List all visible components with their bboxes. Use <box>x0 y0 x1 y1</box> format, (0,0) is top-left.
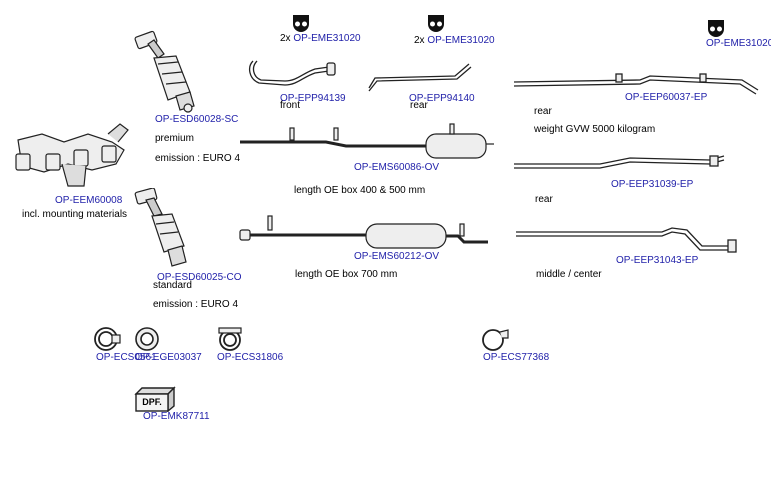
rear-pipe-code[interactable]: OP-EEP31039-EP <box>611 179 694 190</box>
middle-silencer-700-drawing[interactable] <box>238 210 494 255</box>
tailpipe-long-drawing[interactable] <box>510 72 765 100</box>
center-pipe-code[interactable]: OP-EEP31043-EP <box>616 255 699 266</box>
hanger-b-label: 2x OP-EME31020 <box>414 35 495 47</box>
catalyst-premium-emission: emission : EURO 4 <box>155 153 241 164</box>
rear-pipe-drawing[interactable] <box>510 152 730 176</box>
hanger-b-qty: 2x <box>414 35 425 46</box>
catalyst-standard-emission: emission : EURO 4 <box>153 299 239 310</box>
center-pipe-drawing[interactable] <box>512 222 742 254</box>
clamp-icon[interactable] <box>90 325 122 353</box>
manifold-drawing[interactable] <box>12 120 132 192</box>
middle-silencer-code[interactable]: OP-EMS60086-OV <box>354 162 440 173</box>
rear-pipe-note: rear <box>535 194 553 205</box>
middle-silencer-note: length OE box 400 & 500 mm <box>294 185 426 196</box>
dpf-box-label: DPF. <box>142 397 162 407</box>
pipe-rear-note: rear <box>410 100 428 111</box>
hanger-c-label: OP-EME31020 <box>706 38 771 50</box>
pipe-rear-drawing[interactable] <box>365 60 475 95</box>
tailpipe-long-weight: weight GVW 5000 kilogram <box>534 124 656 135</box>
catalyst-premium-note: premium <box>155 133 194 144</box>
hanger-c-code[interactable]: OP-EME31020 <box>706 38 771 49</box>
clamp-3-code[interactable]: OP-ECS77368 <box>483 352 550 363</box>
dpf-kit-code[interactable]: OP-EMK87711 <box>143 411 210 422</box>
catalyst-premium-code[interactable]: OP-ESD60028-SC <box>155 114 239 125</box>
manifold-code[interactable]: OP-EEM60008 <box>55 195 123 206</box>
hanger-a-qty: 2x <box>280 33 291 44</box>
hanger-icon[interactable] <box>292 14 310 32</box>
pipe-front-drawing[interactable] <box>245 55 337 95</box>
pipe-rear-code[interactable]: OP-EPP94140 <box>409 93 475 104</box>
catalyst-premium-drawing[interactable] <box>128 30 203 115</box>
middle-silencer-700-note: length OE box 700 mm <box>295 269 398 280</box>
hanger-icon[interactable] <box>427 14 445 32</box>
hanger-b-code[interactable]: OP-EME31020 <box>427 35 495 46</box>
center-pipe-note: middle / center <box>536 269 602 280</box>
hanger-a-code[interactable]: OP-EME31020 <box>293 33 361 44</box>
catalyst-standard-drawing[interactable] <box>132 188 197 270</box>
dpf-box-icon[interactable]: DPF. <box>134 386 176 412</box>
hanger-icon[interactable] <box>707 19 725 37</box>
hanger-a-label: 2x OP-EME31020 <box>280 33 361 45</box>
catalyst-standard-note: standard <box>153 280 192 291</box>
middle-silencer-700-code[interactable]: OP-EMS60212-OV <box>354 251 440 262</box>
middle-silencer-drawing[interactable] <box>236 122 496 167</box>
catalyst-standard-code[interactable]: OP-ESD60025-CO <box>157 272 242 283</box>
clamp-icon[interactable] <box>480 326 510 352</box>
pipe-front-code[interactable]: OP-EPP94139 <box>280 93 346 104</box>
manifold-note: incl. mounting materials <box>22 209 128 220</box>
gasket-1-code[interactable]: OP-EGE03037 <box>135 352 202 363</box>
tailpipe-long-code[interactable]: OP-EEP60037-EP <box>625 92 708 103</box>
gasket-icon[interactable] <box>134 326 160 352</box>
clamp-1-code[interactable]: OP-ECS0561 <box>96 352 157 363</box>
clamp-icon[interactable] <box>215 326 245 352</box>
tailpipe-long-note: rear <box>534 106 552 117</box>
clamp-2-code[interactable]: OP-ECS31806 <box>217 352 284 363</box>
pipe-front-note: front <box>280 100 301 111</box>
